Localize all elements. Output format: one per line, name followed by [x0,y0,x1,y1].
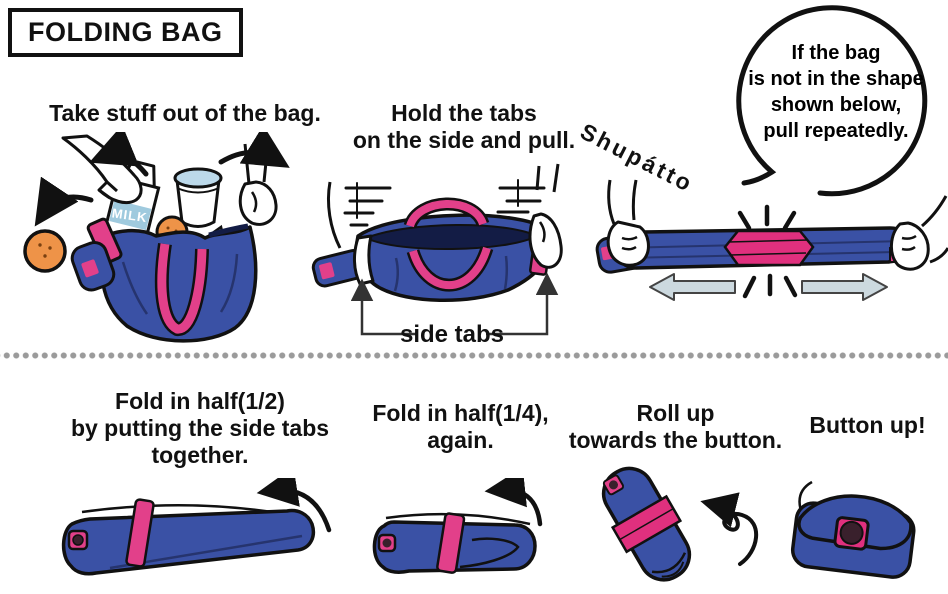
bag-handle [154,242,209,336]
bag-wrinkle [219,253,239,313]
pink-center [723,229,815,267]
flattened-bag-illustration [595,179,948,301]
bag-rim-shadow [208,223,249,238]
motion-arrows [34,132,290,227]
side-tabs-pointer [350,272,559,336]
step6-caption: Roll up towards the button. [568,400,783,453]
roll-up-illustration [601,466,759,582]
folded-bag [61,508,316,576]
fold-arrow [256,478,332,533]
bubble-line-1: If the bag [792,42,881,64]
step2-caption: Hold the tabs on the side and pull. [352,100,576,153]
emphasis-marks [737,204,798,299]
rolled-bag [601,466,692,582]
pink-seam [727,239,809,243]
side-tabs-label: side tabs [400,321,504,348]
roll-arrow [700,492,759,566]
fold-half-illustration [61,478,332,576]
bag-wrinkle [121,261,149,315]
bubble-line-3: shown below, [771,94,901,116]
fold-edge [459,537,520,569]
right-hand [528,163,563,269]
pull-side-tabs-illustration: side tabs [311,163,563,348]
speed-lines [343,179,546,227]
speech-bubble-outline [736,5,928,197]
speech-bubble: If the bag is not in the shape shown bel… [736,5,929,197]
fold-quarter-illustration [372,478,543,574]
milk-label: MILK [111,205,149,225]
left-flap [311,249,367,288]
buttoned-pouch-illustration [790,480,916,579]
button [839,520,864,545]
front-handle [406,245,494,292]
pink-band [436,512,466,574]
bag-body [100,225,258,343]
title-box: FOLDING BAG [8,8,243,57]
bag-wrinkle [393,257,399,292]
hand-top [61,134,143,205]
step5-caption: Fold in half(1/4), again. [372,400,549,453]
left-hand [606,179,650,267]
step4-caption: Fold in half(1/2) by putting the side ta… [70,388,330,468]
bubble-line-4: pull repeatedly. [763,120,908,142]
right-hand [890,195,948,271]
top-handle [403,197,490,229]
orange-outside [23,229,67,273]
dotted-separator [0,351,948,360]
button [377,533,397,553]
pull-arrows [649,273,888,301]
speech-bubble-fill [743,9,929,195]
pink-band [125,498,155,568]
step7-caption: Button up! [809,412,926,438]
cup [173,167,223,228]
page-title: FOLDING BAG [28,17,223,47]
take-stuff-out-illustration: MILK [23,132,290,343]
bag-wrinkle [503,255,509,290]
fold-arrow [484,478,543,527]
side-flap [70,240,116,292]
step1-caption: Take stuff out of the bag. [49,100,321,126]
bubble-line-2: is not in the shape [748,68,924,90]
pink-seam [729,252,807,256]
buttoned-pouch [790,494,916,579]
button [67,529,89,551]
